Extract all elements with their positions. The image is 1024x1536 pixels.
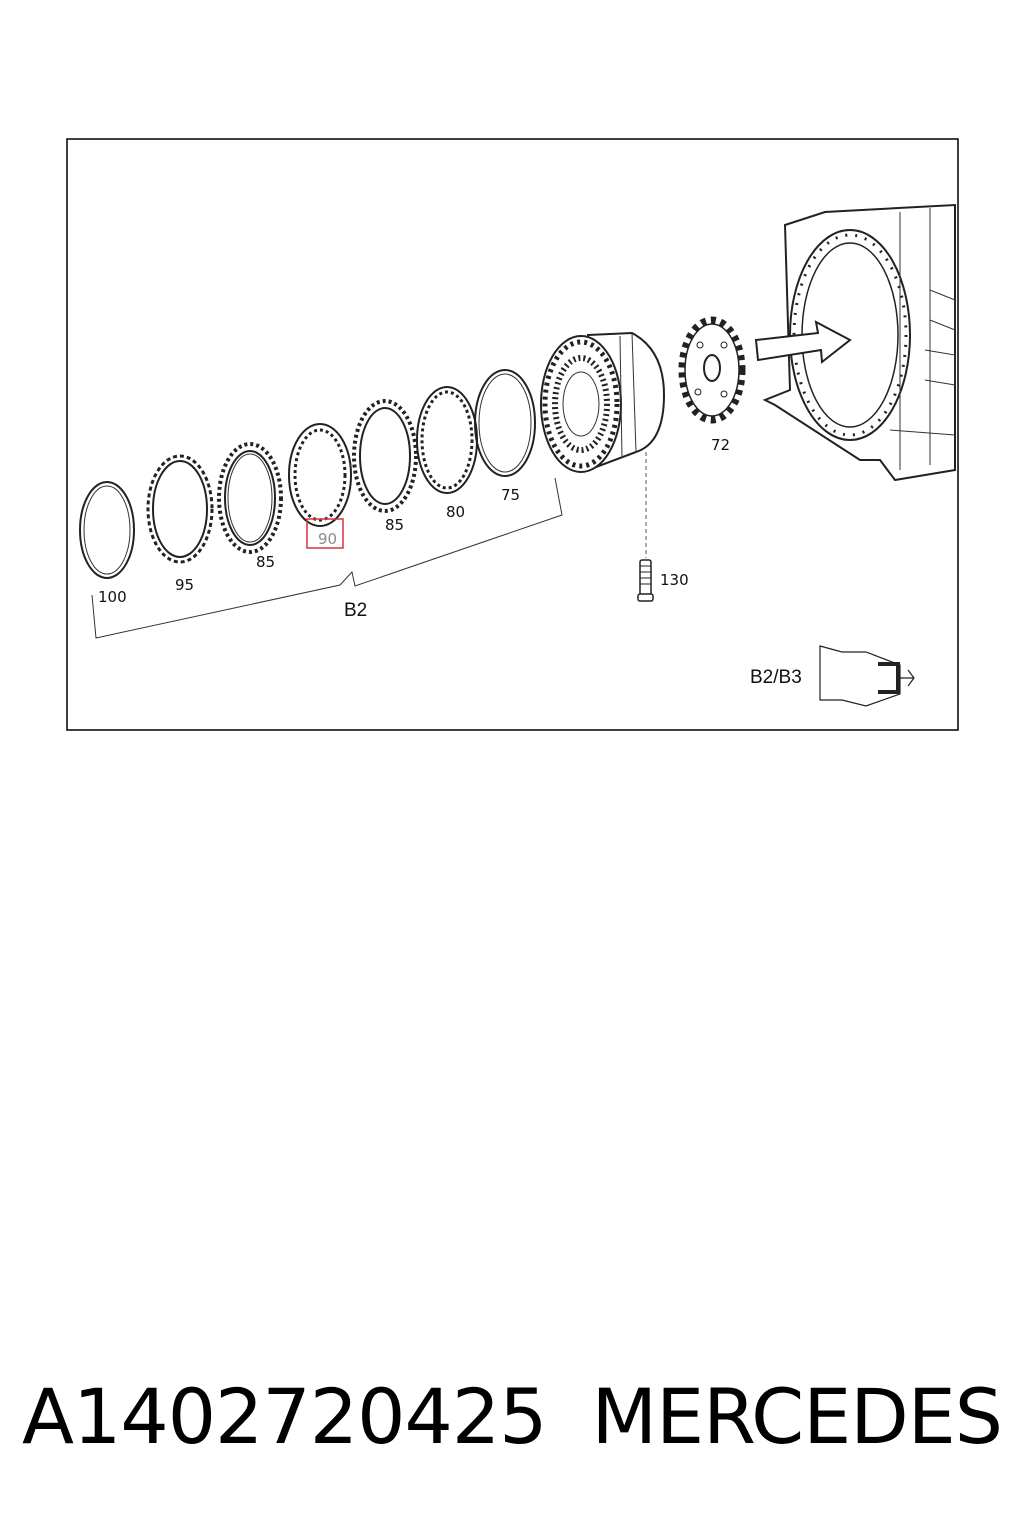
callout-80[interactable]: 80: [446, 503, 465, 521]
callout-72[interactable]: 72: [711, 436, 730, 454]
b2-b3-inset-thumbnail: [819, 645, 915, 707]
part-90-disc[interactable]: [288, 423, 352, 527]
transmission-housing: [762, 203, 956, 482]
highlight-box: [306, 518, 344, 549]
part-100-snap-ring[interactable]: [79, 481, 135, 579]
b2-group-bracket: [91, 477, 563, 639]
callout-130[interactable]: 130: [660, 571, 689, 589]
caption-bar: A1402720425 MERCEDES: [0, 1362, 1024, 1472]
part-85-disc-right[interactable]: [352, 399, 418, 513]
part-number: A1402720425: [22, 1372, 548, 1461]
part-75-plate[interactable]: [474, 369, 536, 477]
part-85-disc-left[interactable]: [217, 442, 283, 554]
callout-100[interactable]: 100: [98, 588, 127, 606]
part-72-gear-plate[interactable]: [678, 316, 746, 424]
callout-75[interactable]: 75: [501, 486, 520, 504]
callout-85-left[interactable]: 85: [256, 553, 275, 571]
callout-95[interactable]: 95: [175, 576, 194, 594]
part-95-plate[interactable]: [146, 454, 214, 564]
brand-name: MERCEDES: [591, 1372, 1003, 1461]
part-130-bolt[interactable]: [637, 452, 654, 602]
callout-85-right[interactable]: 85: [385, 516, 404, 534]
part-80-disc[interactable]: [416, 386, 478, 494]
diagram-border: [66, 138, 959, 731]
exploded-parts-diagram: 100 95 85 90 85 80 75 72 130 B2 B2/B3: [0, 0, 1024, 760]
group-label-b2: B2: [344, 600, 367, 621]
assembly-direction-arrow-icon: [754, 320, 852, 364]
clutch-drum[interactable]: [540, 331, 666, 473]
callout-90[interactable]: 90: [318, 530, 337, 548]
inset-label-b2-b3: B2/B3: [750, 667, 802, 688]
